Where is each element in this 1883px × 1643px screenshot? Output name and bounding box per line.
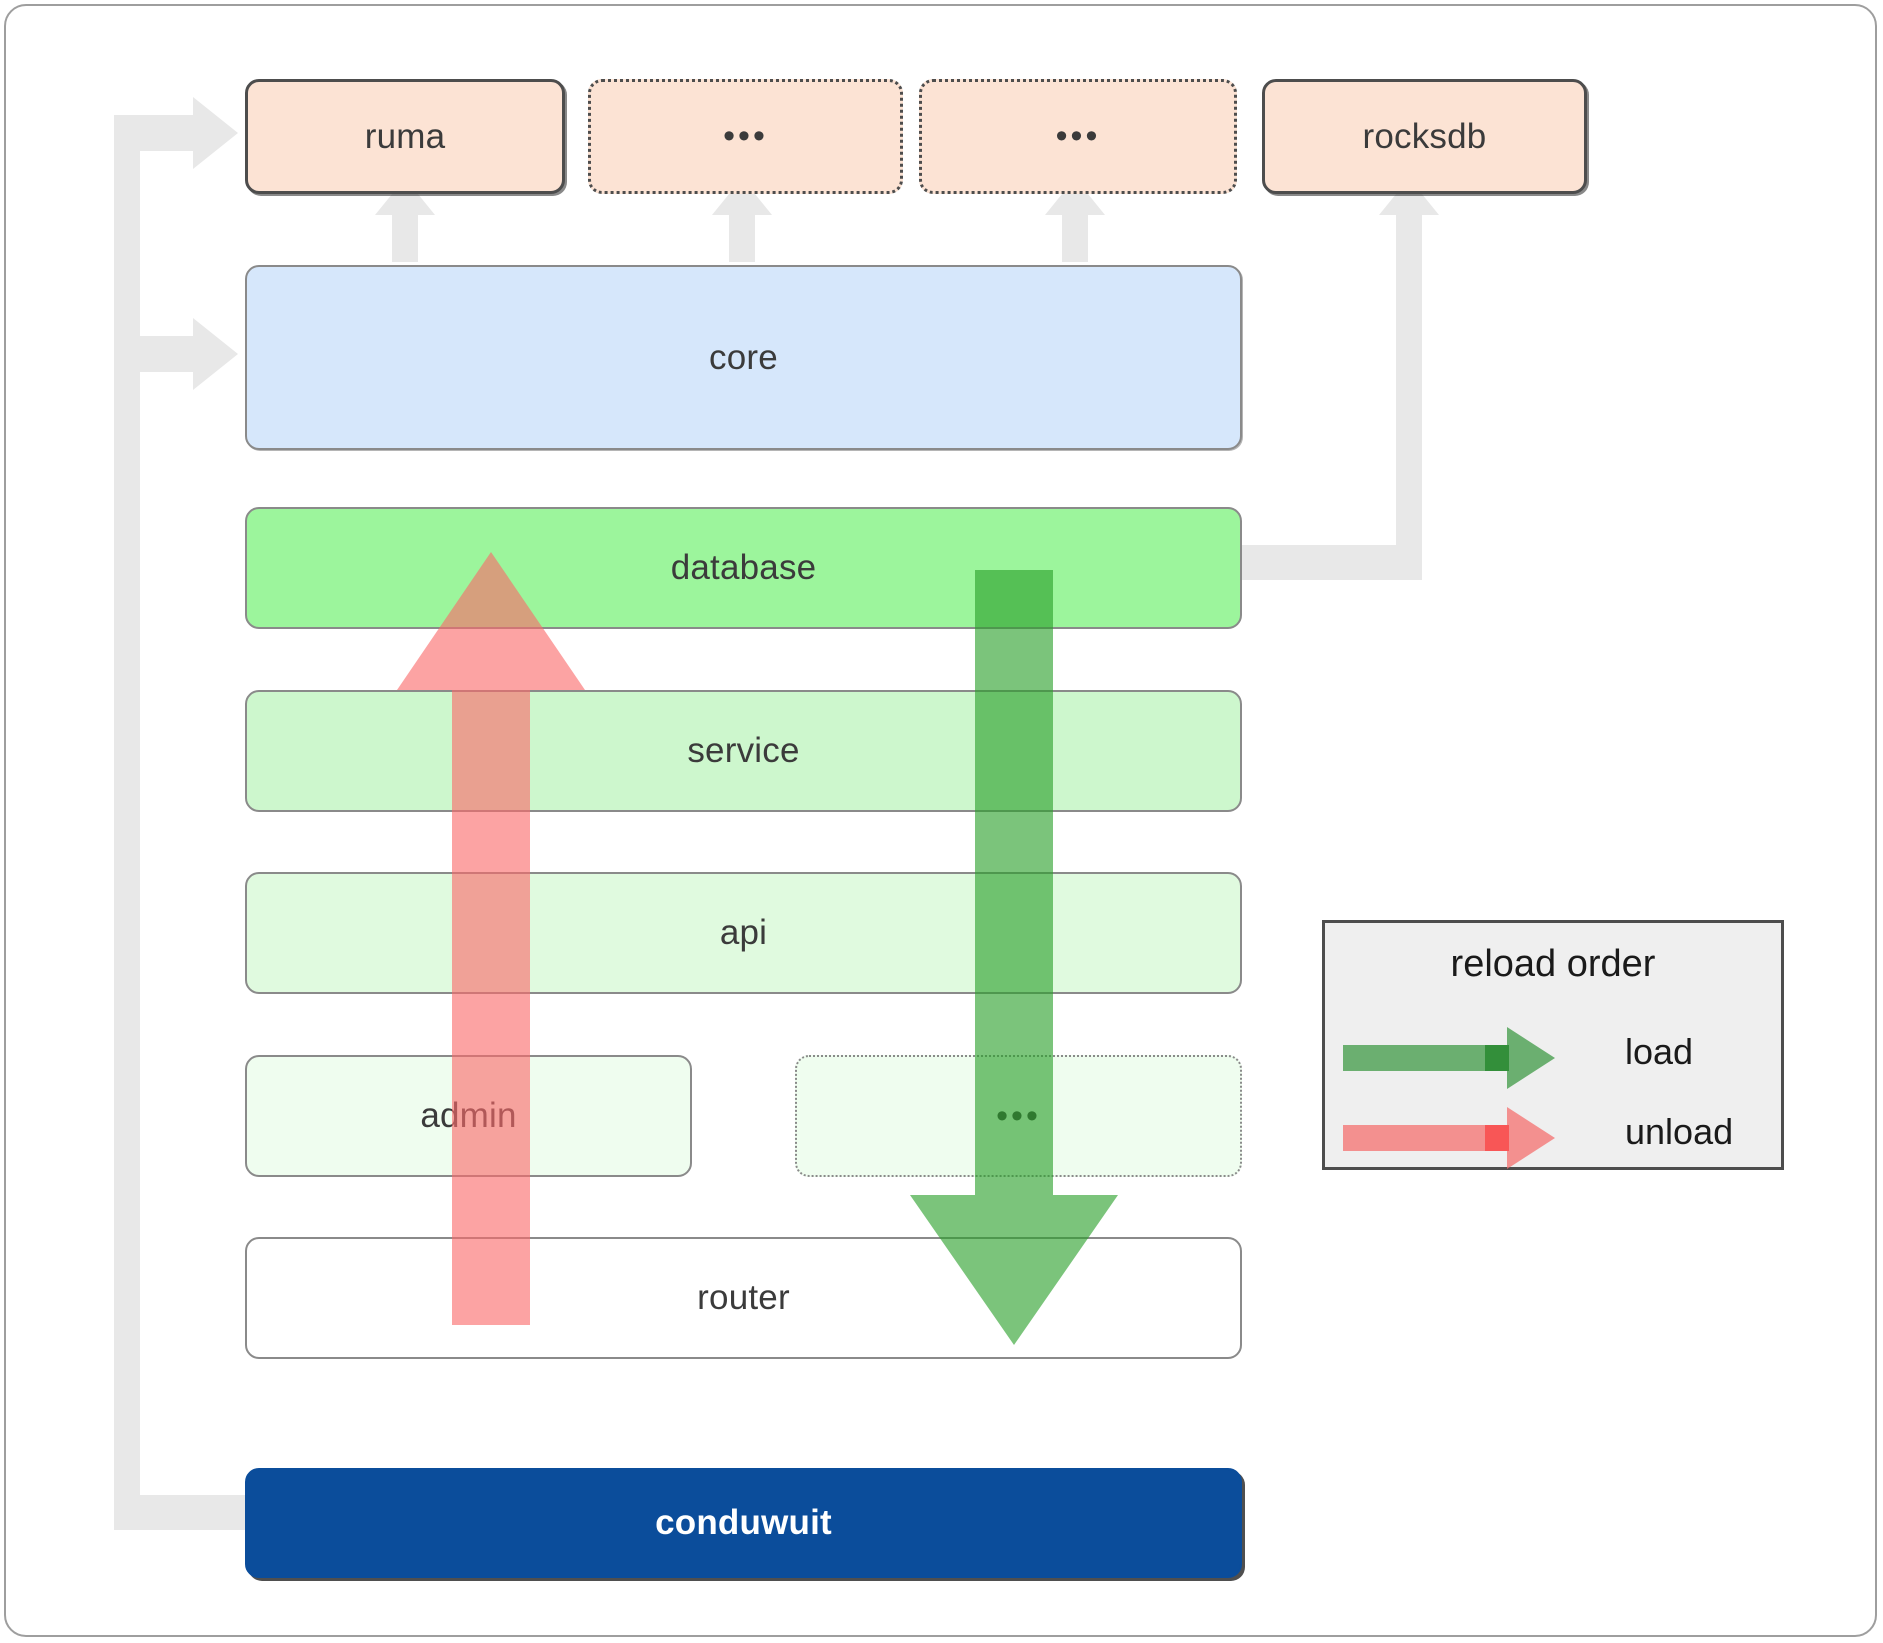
node-label: rocksdb (1362, 116, 1487, 156)
node-label: core (709, 337, 778, 377)
node-label: ruma (364, 116, 446, 156)
node-label: service (687, 731, 800, 770)
node-service[interactable]: service (245, 690, 1242, 812)
node-label: api (719, 913, 768, 952)
legend-row-unload: unload (1325, 1103, 1781, 1173)
node-api[interactable]: api (245, 872, 1242, 994)
node-label: router (697, 1278, 790, 1317)
legend-row-load: load (1325, 1023, 1781, 1093)
node-database[interactable]: database (245, 507, 1242, 629)
node-ruma[interactable]: ruma (245, 79, 565, 194)
legend-panel: reload order load unload (1322, 920, 1784, 1170)
node-label: admin (420, 1096, 517, 1135)
node-label: ••• (996, 1096, 1041, 1135)
diagram-frame (4, 4, 1877, 1637)
legend-title: reload order (1450, 943, 1656, 985)
node-core[interactable]: core (245, 265, 1242, 450)
node-admin[interactable]: admin (245, 1055, 692, 1177)
node-label: ••• (1055, 117, 1101, 155)
legend-label-load: load (1625, 1031, 1694, 1072)
node-layer-ellipsis[interactable]: ••• (795, 1055, 1242, 1177)
node-label: database (670, 548, 817, 587)
node-label: conduwuit (655, 1503, 832, 1542)
load-arrow-icon (1343, 1027, 1555, 1089)
node-router[interactable]: router (245, 1237, 1242, 1359)
node-rocksdb[interactable]: rocksdb (1262, 79, 1587, 194)
node-dep-ellipsis-2[interactable]: ••• (919, 79, 1237, 194)
unload-arrow-icon (1343, 1107, 1555, 1169)
node-label: ••• (723, 117, 768, 155)
legend-label-unload: unload (1625, 1111, 1734, 1152)
node-conduwuit[interactable]: conduwuit (245, 1468, 1242, 1578)
node-dep-ellipsis-1[interactable]: ••• (588, 79, 903, 194)
